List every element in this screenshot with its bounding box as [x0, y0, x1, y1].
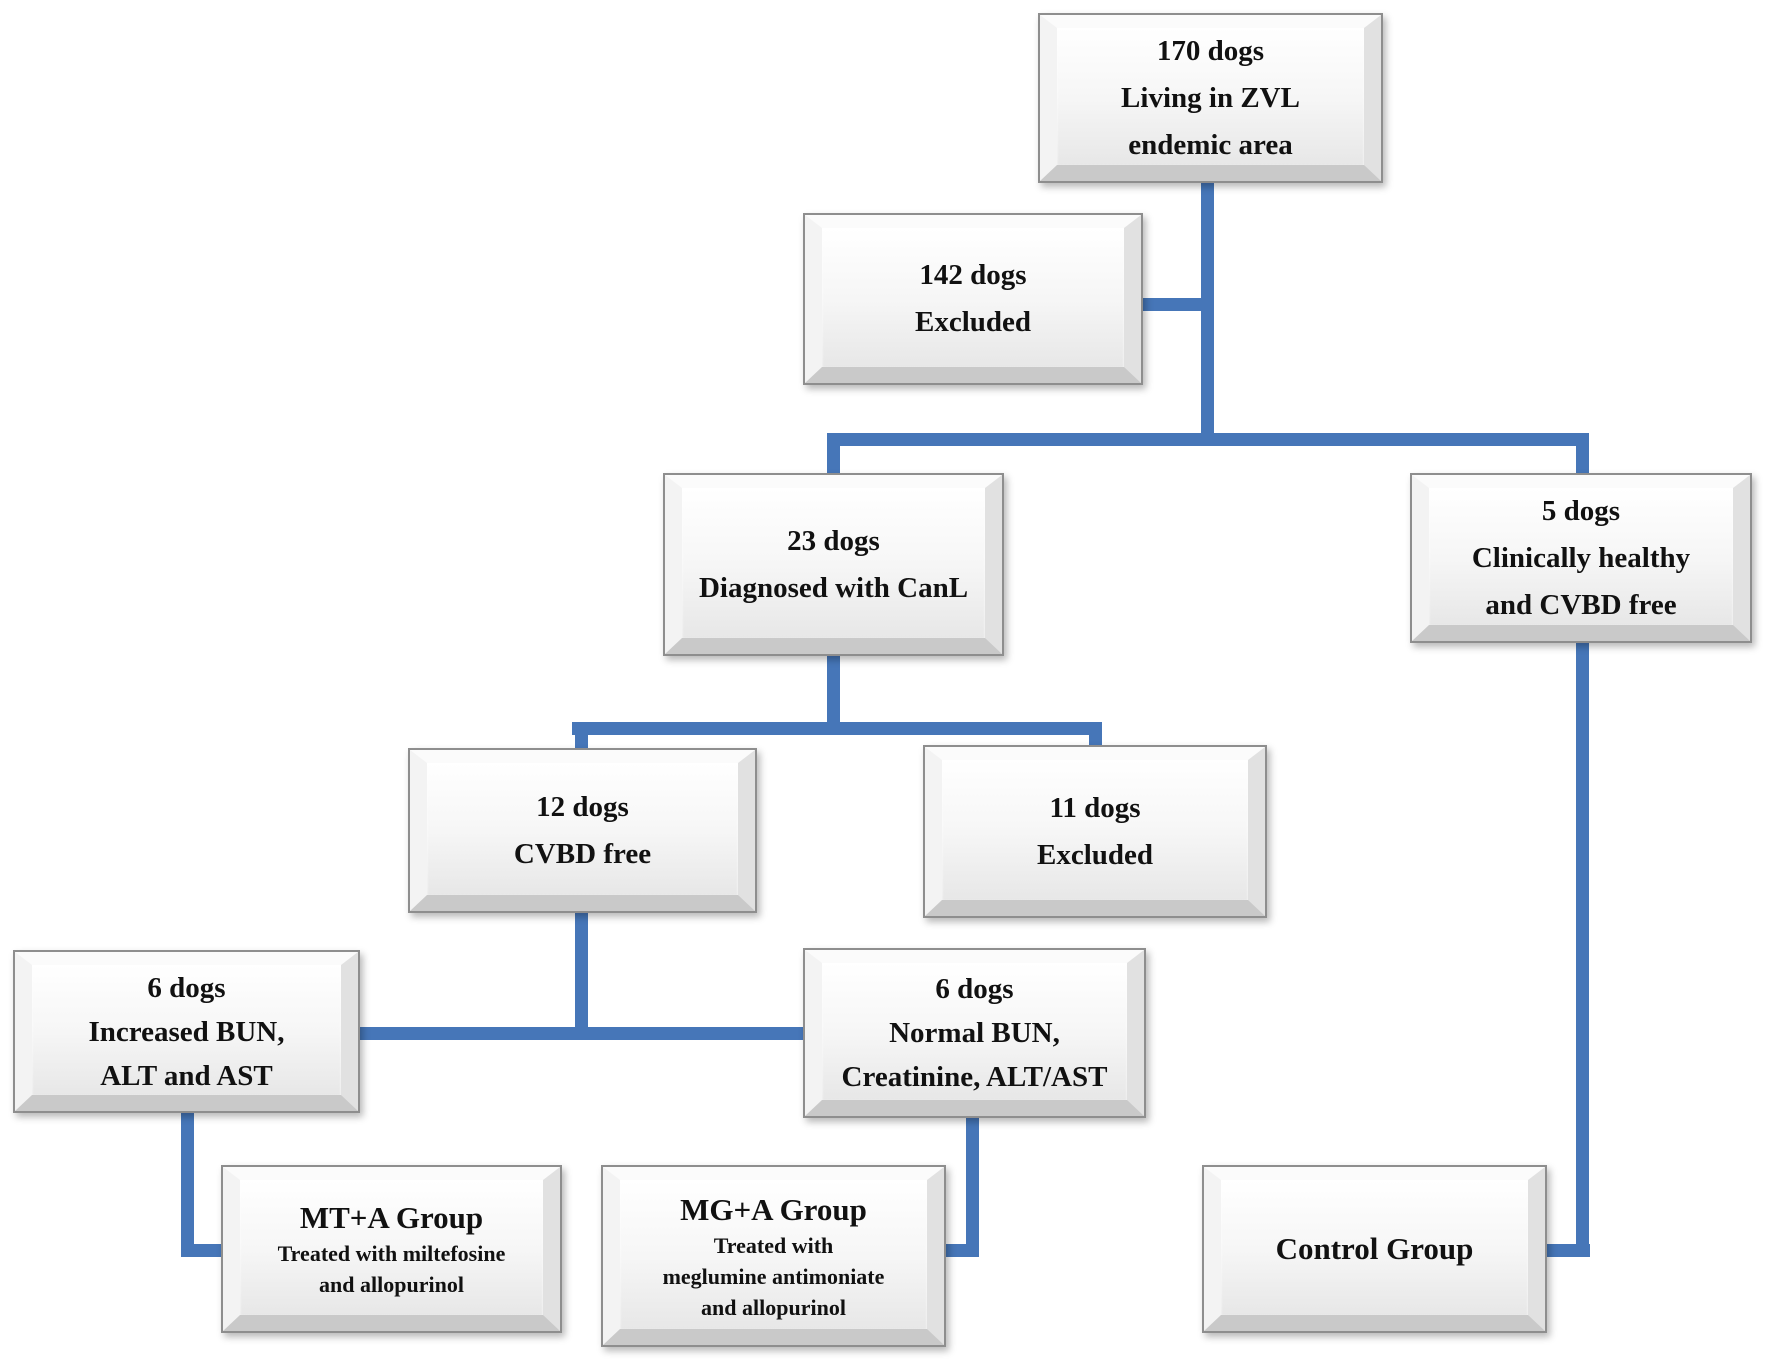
- node-6-dogs-increased: 6 dogs Increased BUN, ALT and AST: [13, 950, 360, 1113]
- node-170-dogs-label: 170 dogs Living in ZVL endemic area: [1040, 15, 1381, 181]
- node-6-dogs-normal-label: 6 dogs Normal BUN, Creatinine, ALT/AST: [805, 950, 1144, 1116]
- node-text-line: Excluded: [1036, 838, 1154, 871]
- node-23-dogs-canl: 23 dogs Diagnosed with CanL: [663, 473, 1004, 656]
- connector-mga-vertical: [966, 1113, 979, 1257]
- node-text-line: 6 dogs: [147, 971, 226, 1004]
- connector-11-vertical: [1089, 722, 1102, 752]
- node-bevel: [603, 1167, 944, 1345]
- node-bevel: [223, 1167, 560, 1331]
- node-bevel: [410, 750, 755, 911]
- node-control-group-label: Control Group: [1204, 1167, 1545, 1331]
- node-bevel: [15, 952, 358, 1111]
- node-170-dogs: 170 dogs Living in ZVL endemic area: [1038, 13, 1383, 183]
- group-subtitle-line: Treated with: [713, 1232, 834, 1258]
- node-text-line: Creatinine, ALT/AST: [841, 1061, 1108, 1093]
- node-12-dogs-cvbd-free: 12 dogs CVBD free: [408, 748, 757, 913]
- node-text-line: 170 dogs: [1156, 34, 1265, 67]
- node-bevel: [805, 215, 1141, 383]
- node-text-line: CVBD free: [513, 837, 652, 870]
- node-mta-group: MT+A Group Treated with miltefosine and …: [221, 1165, 562, 1333]
- node-mga-group-label: MG+A Group Treated with meglumine antimo…: [603, 1167, 944, 1345]
- node-text-line: Increased BUN,: [88, 1015, 285, 1048]
- node-142-dogs-excluded: 142 dogs Excluded: [803, 213, 1143, 385]
- connector-mta-horizontal: [181, 1244, 225, 1257]
- node-bevel: [1040, 15, 1381, 181]
- node-11-dogs-excluded: 11 dogs Excluded: [923, 745, 1267, 918]
- node-text-line: 5 dogs: [1541, 494, 1621, 527]
- node-text-line: Diagnosed with CanL: [698, 571, 969, 604]
- connector-mta-vertical: [181, 1108, 194, 1257]
- node-text-line: Clinically healthy: [1471, 541, 1691, 574]
- node-23-dogs-label: 23 dogs Diagnosed with CanL: [665, 475, 1002, 654]
- node-text-line: Normal BUN,: [889, 1017, 1060, 1049]
- connector-142-horizontal: [1141, 298, 1207, 311]
- node-text-line: Excluded: [914, 306, 1032, 338]
- node-text-line: 11 dogs: [1049, 791, 1141, 824]
- connector-6pair-horizontal: [352, 1027, 807, 1040]
- node-text-line: and CVBD free: [1485, 588, 1677, 621]
- node-text-line: 23 dogs: [787, 524, 880, 557]
- node-text-line: Living in ZVL: [1121, 81, 1300, 114]
- node-control-group: Control Group: [1202, 1165, 1547, 1333]
- group-subtitle-line: Treated with miltefosine: [277, 1241, 506, 1266]
- node-text-line: 6 dogs: [935, 973, 1014, 1005]
- group-subtitle-line: and allopurinol: [319, 1272, 464, 1297]
- node-5-dogs-label: 5 dogs Clinically healthy and CVBD free: [1412, 475, 1750, 641]
- group-title: MG+A Group: [680, 1191, 867, 1227]
- connector-mga-horizontal: [941, 1244, 979, 1257]
- group-title: Control Group: [1275, 1231, 1474, 1266]
- node-text-line: ALT and AST: [100, 1059, 273, 1092]
- connector-branch-horizontal: [833, 433, 1589, 446]
- node-bevel: [1412, 475, 1750, 641]
- node-text-line: 12 dogs: [536, 790, 629, 823]
- node-5-dogs-healthy: 5 dogs Clinically healthy and CVBD free: [1410, 473, 1752, 643]
- node-bevel: [1204, 1167, 1545, 1331]
- node-mta-group-label: MT+A Group Treated with miltefosine and …: [223, 1167, 560, 1331]
- node-text-line: endemic area: [1128, 128, 1293, 161]
- node-bevel: [925, 747, 1265, 916]
- node-6-dogs-normal: 6 dogs Normal BUN, Creatinine, ALT/AST: [803, 948, 1146, 1118]
- node-142-dogs-label: 142 dogs Excluded: [805, 215, 1141, 383]
- node-12-dogs-label: 12 dogs CVBD free: [410, 750, 755, 911]
- node-bevel: [665, 475, 1002, 654]
- node-text-line: 142 dogs: [919, 259, 1027, 291]
- node-11-dogs-label: 11 dogs Excluded: [925, 747, 1265, 916]
- connector-top-vertical: [1201, 181, 1214, 446]
- group-title: MT+A Group: [299, 1200, 484, 1235]
- node-mga-group: MG+A Group Treated with meglumine antimo…: [601, 1165, 946, 1347]
- connector-control-horizontal: [1544, 1244, 1590, 1257]
- node-bevel: [805, 950, 1144, 1116]
- group-subtitle-line: and allopurinol: [701, 1294, 846, 1320]
- connector-t23-horizontal: [572, 722, 1101, 735]
- node-6-dogs-increased-label: 6 dogs Increased BUN, ALT and AST: [15, 952, 358, 1111]
- group-subtitle-line: meglumine antimoniate: [662, 1263, 885, 1289]
